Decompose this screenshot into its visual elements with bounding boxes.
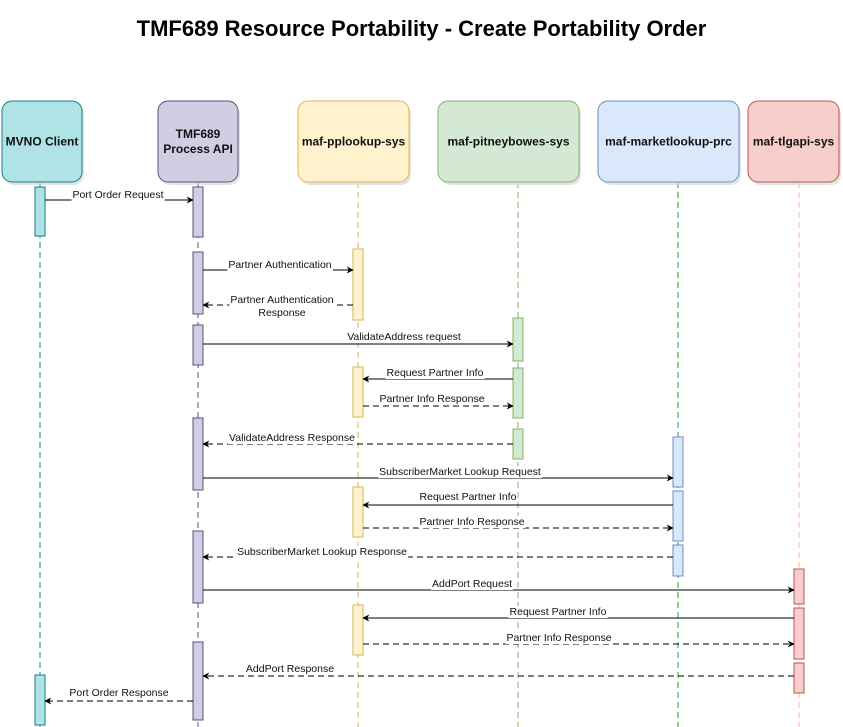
diagram-title: TMF689 Resource Portability - Create Por… (136, 16, 707, 41)
message-arrow: ValidateAddress request (203, 331, 514, 348)
activation-bar-tlgapi (793, 568, 805, 605)
activation-bar-tlgapi (793, 662, 805, 694)
activation-bar-pitney (512, 428, 524, 460)
message-arrow: SubscriberMarket Lookup Request (203, 466, 674, 482)
message-arrow: Port Order Request (45, 189, 194, 204)
message-label: Partner Authentication (228, 259, 331, 271)
activation-bar-tlgapi (793, 607, 805, 660)
message-label: Port Order Response (69, 687, 168, 699)
participant-tlgapi[interactable]: maf-tlgapi-sys (747, 100, 841, 185)
message-arrow: Partner Info Response (363, 516, 674, 532)
message-label: Partner Info Response (419, 516, 524, 528)
participant-label: maf-pitneybowes-sys (447, 135, 569, 149)
message-arrow: Request Partner Info (362, 367, 513, 383)
message-arrow: Partner Authentication (203, 259, 354, 274)
participant-mvno[interactable]: MVNO Client (1, 100, 84, 185)
activation-bar-pplookup (352, 486, 364, 538)
activation-bar-tmf (192, 641, 204, 721)
participant-pitney[interactable]: maf-pitneybowes-sys (437, 100, 581, 185)
message-label: Partner Info Response (506, 632, 611, 644)
participant-label: MVNO Client (6, 135, 79, 149)
message-arrow: Port Order Response (44, 687, 193, 705)
activation-bar-market (672, 436, 684, 488)
participant-label: maf-tlgapi-sys (753, 135, 835, 149)
activation-bar-pplookup (352, 248, 364, 321)
message-label: ValidateAddress request (347, 331, 461, 343)
participant-label: maf-marketlookup-prc (605, 135, 732, 149)
message-label: AddPort Request (432, 578, 512, 590)
activation-bar-pitney (512, 367, 524, 419)
activation-bar-pplookup (352, 604, 364, 656)
participant-label: TMF689 (176, 127, 221, 141)
activation-bar-mvno (34, 674, 46, 726)
activation-bar-pitney (512, 317, 524, 362)
message-arrow: AddPort Request (203, 578, 795, 594)
activation-bar-mvno (34, 186, 46, 237)
participant-label: Process API (163, 142, 233, 156)
activation-bar-tmf (192, 417, 204, 491)
participant-label: maf-pplookup-sys (302, 135, 406, 149)
message-arrow: Partner Info Response (363, 393, 514, 410)
message-label: Port Order Request (72, 189, 163, 201)
message-label: SubscriberMarket Lookup Response (237, 546, 407, 558)
message-label: Response (258, 307, 305, 319)
participant-pplookup[interactable]: maf-pplookup-sys (297, 100, 411, 185)
message-arrow: Request Partner Info (362, 606, 794, 622)
message-arrow: AddPort Response (202, 663, 794, 680)
activation-bar-market (672, 544, 684, 577)
message-arrow: Partner Info Response (363, 632, 795, 648)
activation-bar-pplookup (352, 366, 364, 418)
message-label: ValidateAddress Response (229, 432, 355, 444)
activation-bar-tmf (192, 324, 204, 366)
activation-bar-market (672, 490, 684, 542)
message-label: AddPort Response (246, 663, 334, 675)
message-arrow: ValidateAddress Response (202, 432, 513, 448)
activation-bar-tmf (192, 251, 204, 315)
message-arrow: Request Partner Info (362, 491, 673, 509)
message-label: Partner Info Response (379, 393, 484, 405)
message-arrow: SubscriberMarket Lookup Response (202, 546, 673, 561)
participant-market[interactable]: maf-marketlookup-prc (597, 100, 741, 185)
message-label: SubscriberMarket Lookup Request (379, 466, 541, 478)
message-label: Partner Authentication (230, 294, 333, 306)
message-label: Request Partner Info (387, 367, 484, 379)
activation-bar-tmf (192, 186, 204, 238)
activation-bar-tmf (192, 530, 204, 604)
message-label: Request Partner Info (420, 491, 517, 503)
message-label: Request Partner Info (510, 606, 607, 618)
